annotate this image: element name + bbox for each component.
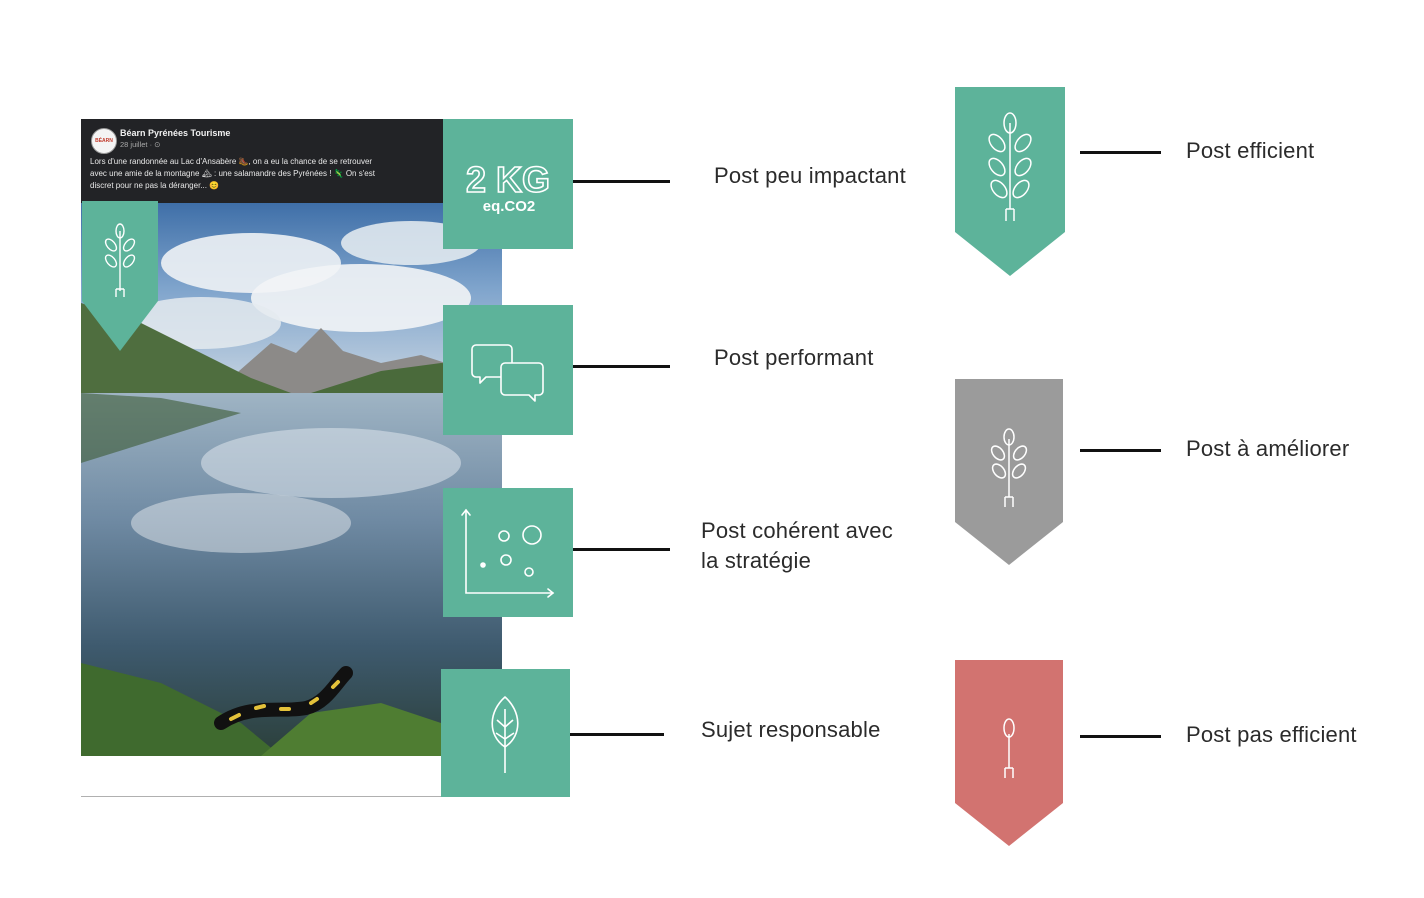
engagement-square bbox=[443, 305, 573, 435]
badge-efficient bbox=[955, 87, 1065, 276]
label-performance: Post performant bbox=[714, 345, 874, 370]
post-header bbox=[81, 119, 502, 203]
label-strategy-line1: Post cohérent avec bbox=[701, 518, 893, 543]
legend-not-efficient-label: Post pas efficient bbox=[1186, 722, 1357, 747]
speech-bubbles-icon bbox=[471, 344, 544, 402]
badge-not-efficient bbox=[955, 660, 1063, 846]
leaf-icon bbox=[491, 696, 519, 773]
scatter-chart-icon bbox=[461, 508, 555, 598]
post-text: Lors d'une randonnée au Lac d'Ansabère 🥾… bbox=[90, 157, 375, 190]
connector-improve bbox=[1080, 449, 1161, 452]
post-rating-badge bbox=[82, 201, 158, 351]
page-name[interactable]: Béarn Pyrénées Tourisme bbox=[120, 128, 231, 138]
connector-impact bbox=[573, 180, 670, 183]
connector-strategy bbox=[573, 548, 670, 551]
label-responsible: Sujet responsable bbox=[701, 717, 881, 742]
co2-square: 2 KG eq.CO2 bbox=[443, 119, 573, 249]
connector-efficient bbox=[1080, 151, 1161, 154]
co2-unit: eq.CO2 bbox=[483, 198, 536, 215]
page-avatar[interactable]: BÉARN bbox=[91, 128, 117, 154]
label-impact: Post peu impactant bbox=[714, 163, 906, 188]
post-date[interactable]: 28 juillet · ⊙ bbox=[120, 140, 161, 149]
strategy-square bbox=[443, 488, 573, 617]
legend-efficient-label: Post efficient bbox=[1186, 138, 1315, 163]
facebook-post: BÉARN Béarn Pyrénées Tourisme 28 juillet… bbox=[81, 119, 502, 756]
legend-improve-label: Post à améliorer bbox=[1186, 436, 1350, 461]
badge-improve bbox=[955, 379, 1063, 565]
label-strategy-line2: la stratégie bbox=[701, 548, 812, 573]
responsible-square bbox=[441, 669, 570, 797]
co2-icon: 2 KG eq.CO2 bbox=[465, 158, 551, 215]
connector-responsible bbox=[570, 733, 664, 736]
connector-not-efficient bbox=[1080, 735, 1161, 738]
co2-value: 2 KG bbox=[466, 159, 550, 200]
connector-performance bbox=[573, 365, 670, 368]
divider bbox=[81, 796, 441, 797]
